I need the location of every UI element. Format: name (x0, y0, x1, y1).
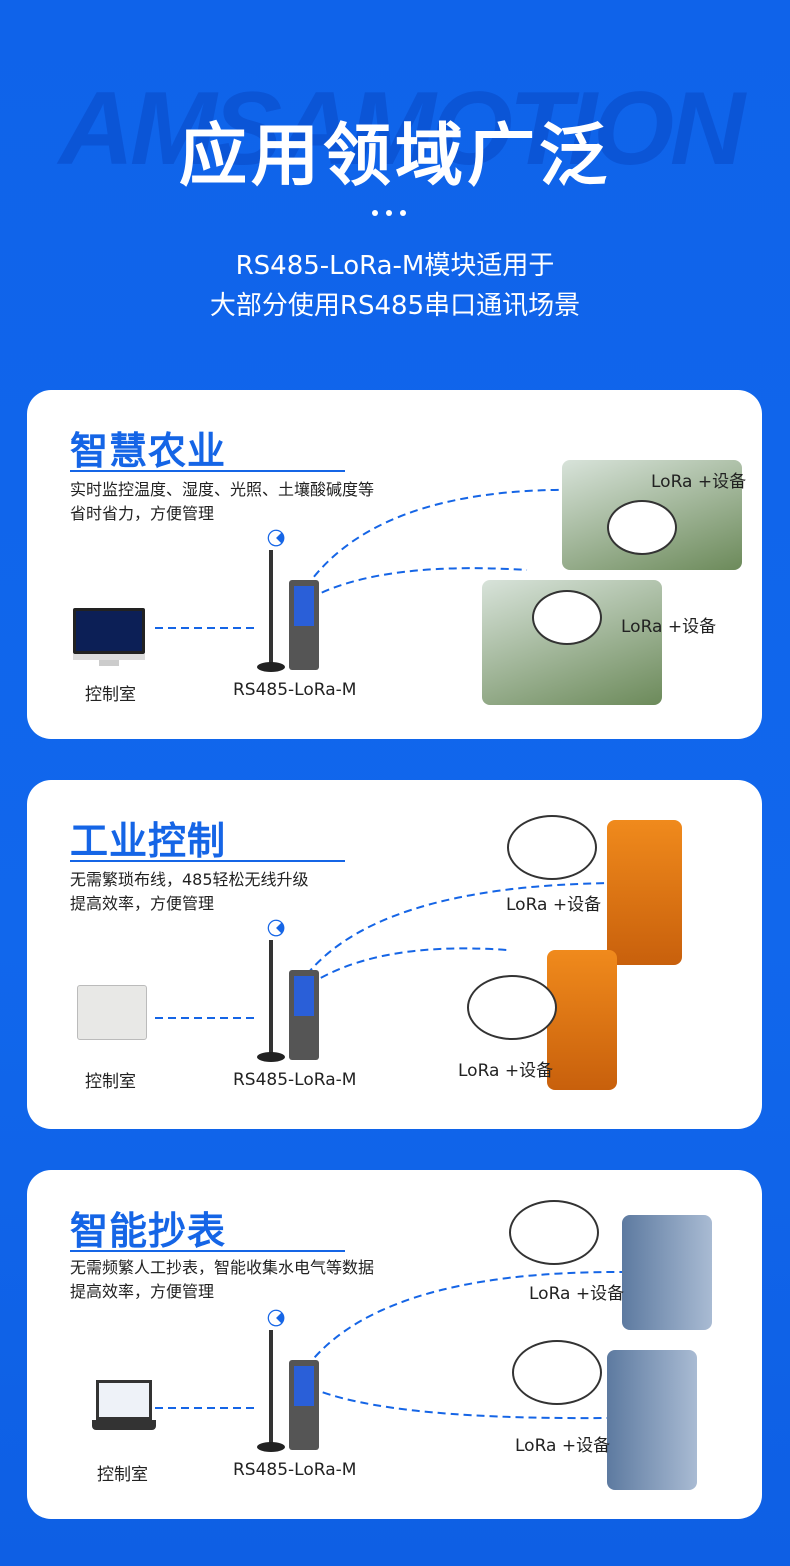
title-underline (70, 1250, 345, 1252)
plc-icon (77, 985, 147, 1040)
sensor-bubble (532, 590, 602, 645)
antenna-base (257, 1052, 285, 1062)
sensor-bubble (467, 975, 557, 1040)
lora-device-label: LoRa +设备 (651, 472, 747, 492)
robot-arm-image (547, 950, 617, 1090)
card-smart-agriculture: 智慧农业 实时监控温度、湿度、光照、土壤酸碱度等省时省力，方便管理 ◔ 控制室 … (27, 390, 762, 739)
subtitle-line-2: 大部分使用RS485串口通讯场景 (209, 291, 581, 321)
card-description: 实时监控温度、湿度、光照、土壤酸碱度等省时省力，方便管理 (70, 480, 375, 523)
device-label: RS485-LoRa-M (233, 1460, 357, 1480)
card-title: 智能抄表 (70, 1209, 227, 1253)
dashed-links (155, 1270, 628, 1420)
sensor-bubble (607, 500, 677, 555)
sensor-bubble (507, 815, 597, 880)
control-room-label: 控制室 (85, 685, 136, 705)
dots-divider (372, 210, 406, 216)
control-room-label: 控制室 (97, 1465, 148, 1485)
card-smart-meter-reading: 智能抄表 无需频繁人工抄表，智能收集水电气等数据提高效率，方便管理 ◔ 控制室 … (27, 1170, 762, 1519)
dashed-links (155, 882, 618, 1019)
robot-arm-image (607, 820, 682, 965)
antenna-icon (269, 550, 273, 670)
device-label: RS485-LoRa-M (233, 680, 357, 700)
title-underline (70, 860, 345, 862)
laptop-icon (92, 1380, 156, 1436)
page-title: 应用领域广泛 (178, 117, 611, 196)
antenna-base (257, 662, 285, 672)
subtitle-line-1: RS485-LoRa-M模块适用于 (235, 251, 555, 281)
card-title: 工业控制 (70, 819, 227, 863)
card-industrial-control: 工业控制 无需繁琐布线，485轻松无线升级提高效率，方便管理 ◔ 控制室 RS4… (27, 780, 762, 1129)
card-description: 无需繁琐布线，485轻松无线升级提高效率，方便管理 (70, 870, 309, 913)
meter-bubble (512, 1340, 602, 1405)
router-device-icon (289, 580, 319, 670)
control-room-label: 控制室 (85, 1072, 136, 1092)
meter-bubble (509, 1200, 599, 1265)
antenna-icon (269, 940, 273, 1060)
title-underline (70, 470, 345, 472)
building-image (607, 1350, 697, 1490)
monitor-icon (73, 608, 145, 666)
lora-device-label: LoRa +设备 (515, 1436, 611, 1456)
card-title: 智慧农业 (70, 429, 227, 473)
building-image (622, 1215, 712, 1330)
router-device-icon (289, 970, 319, 1060)
dashed-links (155, 488, 588, 629)
antenna-base (257, 1442, 285, 1452)
brand-watermark: AMSAMOTION (58, 71, 745, 187)
lora-device-label: LoRa +设备 (458, 1061, 554, 1081)
lora-device-label: LoRa +设备 (529, 1284, 625, 1304)
device-label: RS485-LoRa-M (233, 1070, 357, 1090)
antenna-icon (269, 1330, 273, 1450)
lora-device-label: LoRa +设备 (506, 895, 602, 915)
router-device-icon (289, 1360, 319, 1450)
lora-device-label: LoRa +设备 (621, 617, 717, 637)
card-description: 无需频繁人工抄表，智能收集水电气等数据提高效率，方便管理 (70, 1258, 375, 1301)
